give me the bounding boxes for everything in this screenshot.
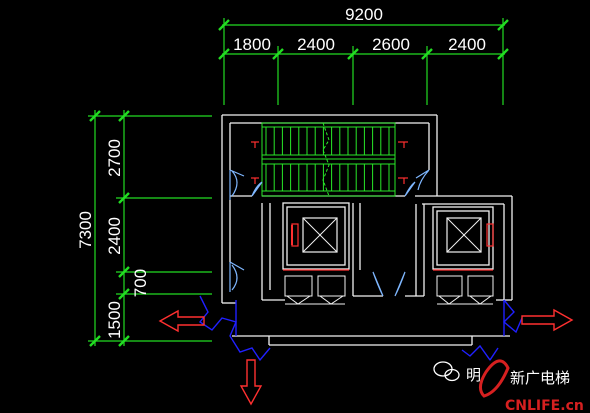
- overall-depth-dimension: 7300: [76, 211, 95, 249]
- left-dimension-chain: [88, 110, 212, 347]
- watermark-site: CNLIFE.cn: [505, 398, 584, 413]
- top-dimension-chain: [218, 18, 509, 105]
- width-segment-1: 1800: [233, 35, 271, 54]
- exit-arrow-down: [239, 359, 263, 406]
- elevator-car-2: [446, 217, 494, 253]
- watermark: 明 新广电梯 CNLIFE.cn: [428, 359, 590, 413]
- stair-marker-right: [398, 141, 408, 184]
- watermark-brand-rest: 新广电梯: [510, 369, 570, 387]
- exit-arrow-left: [158, 309, 205, 333]
- stair-marker-left: [251, 141, 259, 184]
- wechat-icon: [433, 361, 460, 382]
- depth-segment-4: 1500: [105, 301, 124, 339]
- exit-arrow-right: [521, 308, 574, 332]
- watermark-brand-start: 明: [466, 366, 481, 384]
- stair-flights: [261, 122, 396, 197]
- elevator-car-1: [291, 217, 338, 253]
- depth-segment-2: 2400: [105, 217, 124, 255]
- width-segment-3: 2600: [372, 35, 410, 54]
- building-walls: [221, 114, 513, 346]
- depth-segment-1: 2700: [105, 139, 124, 177]
- width-segment-4: 2400: [448, 35, 486, 54]
- width-segment-2: 2400: [297, 35, 335, 54]
- door-swings: [229, 169, 430, 297]
- elevator-pits: [284, 275, 494, 305]
- depth-segment-3: 700: [131, 269, 150, 297]
- entrance-walls: [198, 295, 523, 362]
- overall-width-dimension: 9200: [345, 5, 383, 24]
- cnlife-logo-swoosh: [479, 359, 510, 398]
